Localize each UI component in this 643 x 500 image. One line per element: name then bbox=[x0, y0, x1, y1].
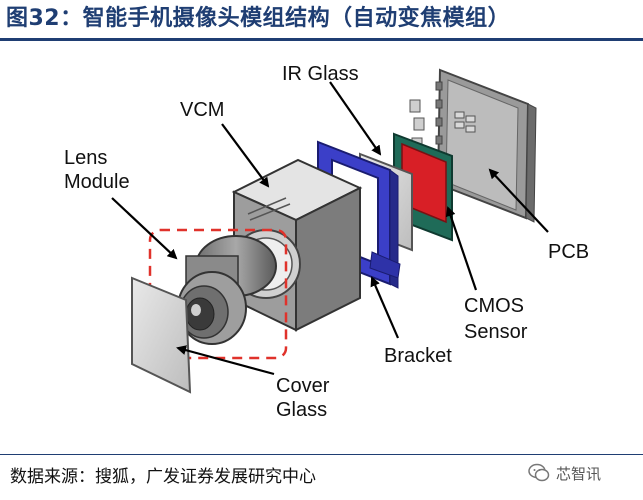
label-cmos-line2: Sensor bbox=[464, 321, 528, 343]
label-pcb: PCB bbox=[548, 241, 589, 263]
pcb-part bbox=[435, 68, 537, 223]
camera-module-diagram: Lens Module VCM IR Glass PCB CMOS Sensor… bbox=[64, 63, 589, 421]
cover-glass-part bbox=[131, 276, 192, 394]
footer-rule bbox=[0, 454, 643, 455]
source-note: 数据来源：搜狐，广发证券发展研究中心 bbox=[10, 467, 316, 487]
label-cover-line1: Cover bbox=[276, 375, 330, 397]
title-underline bbox=[0, 38, 643, 41]
watermark: 芯智讯 bbox=[528, 460, 601, 486]
label-lens-line2: Module bbox=[64, 171, 130, 193]
lens-module-part bbox=[177, 235, 277, 345]
label-ir-glass: IR Glass bbox=[282, 63, 359, 85]
watermark-text: 芯智讯 bbox=[556, 464, 602, 483]
wechat-icon bbox=[528, 463, 550, 482]
label-cmos-line1: CMOS bbox=[464, 295, 524, 317]
label-bracket: Bracket bbox=[384, 345, 452, 367]
label-cover-line2: Glass bbox=[276, 399, 327, 421]
label-vcm: VCM bbox=[180, 99, 224, 121]
leader-arrows bbox=[111, 81, 549, 376]
figure-title: 图32：智能手机摄像头模组结构（自动变焦模组） bbox=[6, 6, 511, 31]
label-lens-line1: Lens bbox=[64, 147, 107, 169]
